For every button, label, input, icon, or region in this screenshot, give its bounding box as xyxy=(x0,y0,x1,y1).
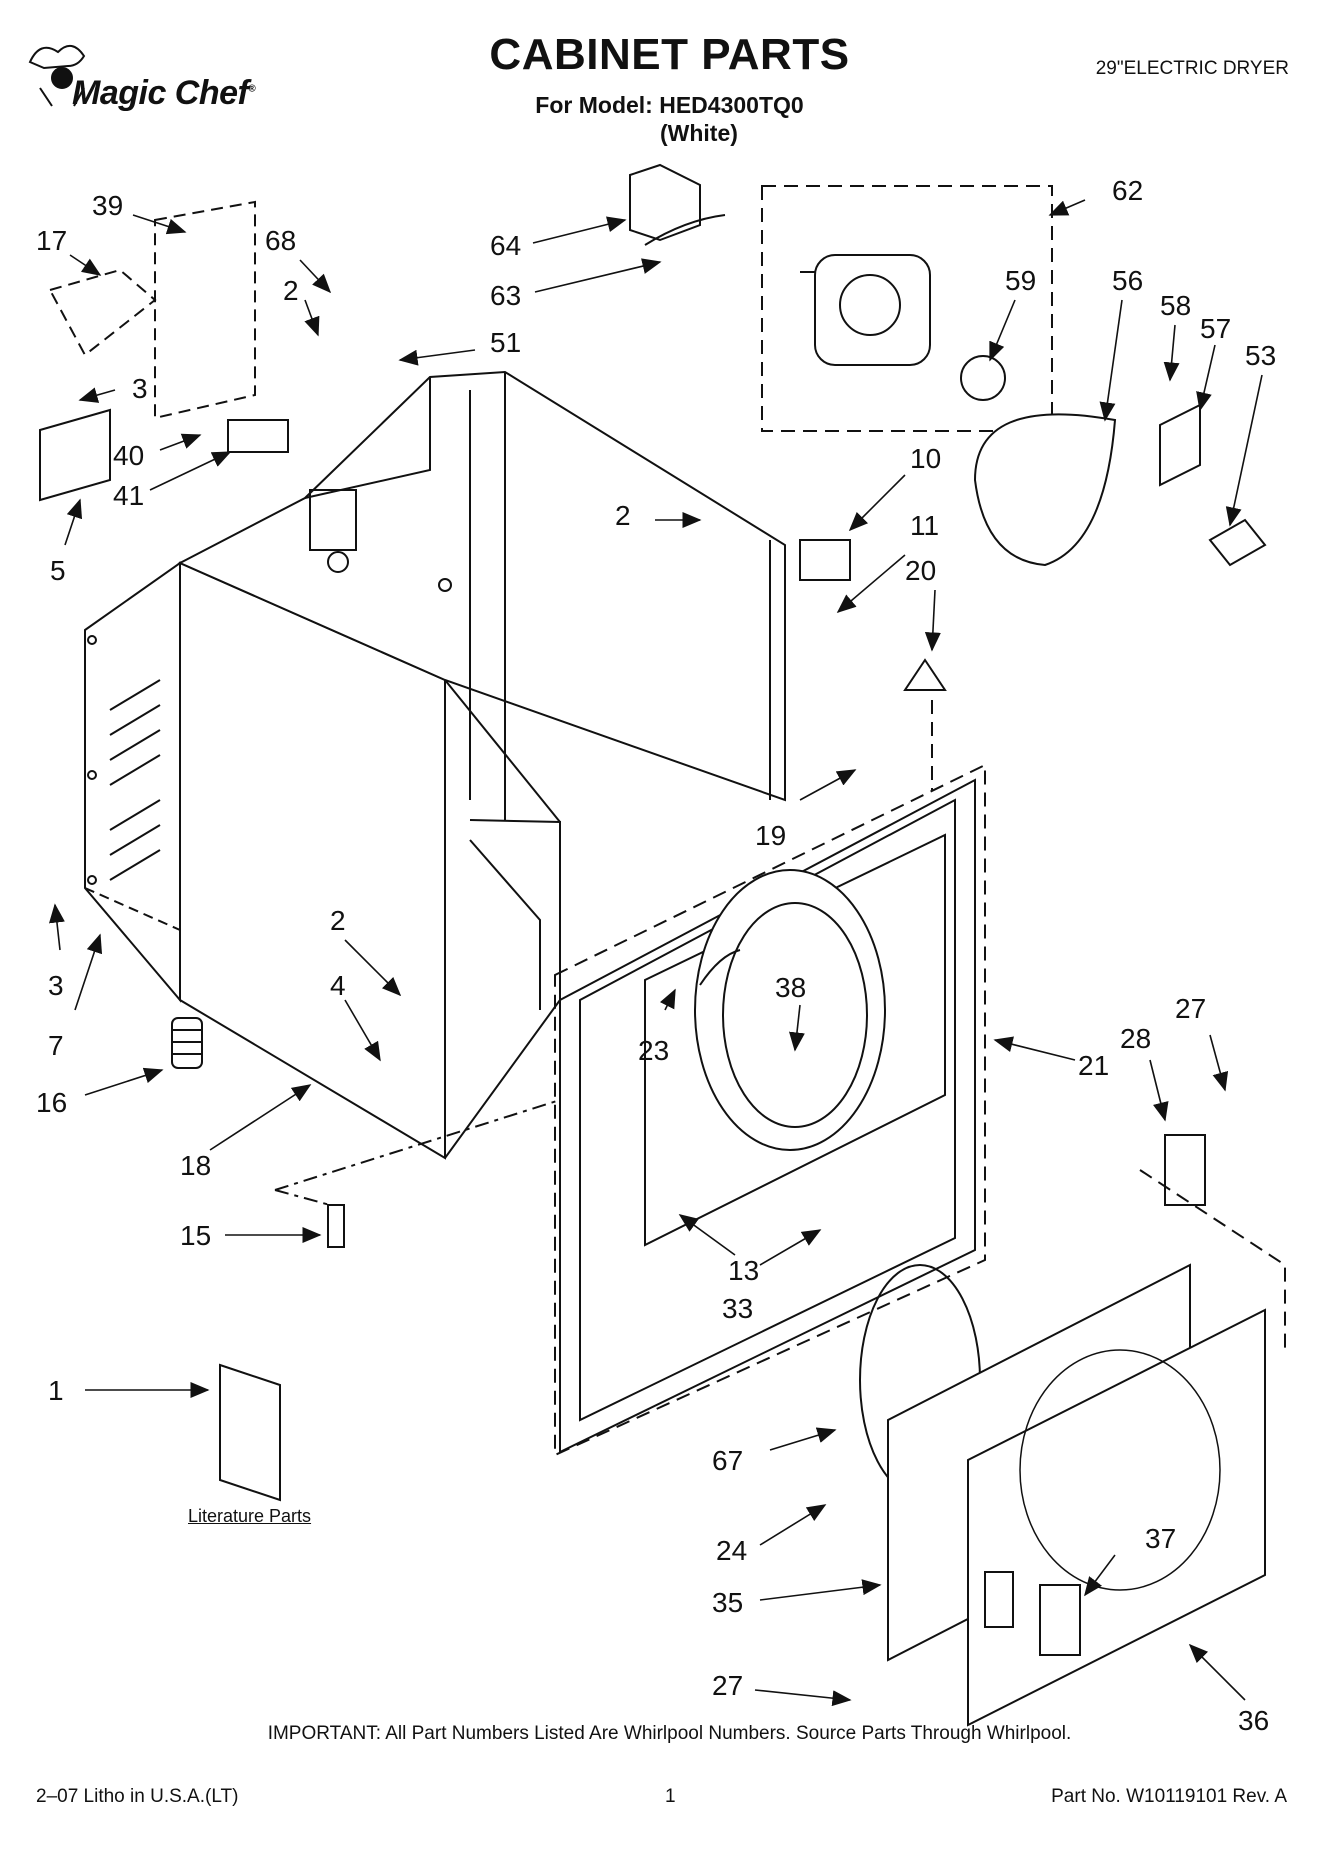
side-panel xyxy=(84,561,181,1003)
drive-belt xyxy=(973,413,1117,567)
product-type: 29"ELECTRIC DRYER xyxy=(1095,58,1289,79)
callout-2: 2 xyxy=(283,275,299,306)
callout-10: 10 xyxy=(910,443,941,474)
drive-motor xyxy=(800,254,931,366)
idler-pulley xyxy=(1208,518,1267,567)
cabinet-body xyxy=(177,370,786,1160)
page-number: 1 xyxy=(665,1786,676,1807)
assembly-line xyxy=(274,1099,561,1191)
brand-name: Magic Chef xyxy=(72,74,249,112)
brand-logo: Magic Chef® xyxy=(72,74,256,113)
callout-3: 3 xyxy=(132,373,148,404)
callout-57: 57 xyxy=(1200,313,1231,344)
door-handle xyxy=(1039,1584,1081,1656)
callout-39: 39 xyxy=(92,190,123,221)
callout-64: 64 xyxy=(490,230,521,261)
leveling-leg xyxy=(171,1017,203,1069)
chef-icon xyxy=(28,45,86,107)
callout-17: 17 xyxy=(36,225,67,256)
callout-59: 59 xyxy=(1005,265,1036,296)
bracket-strap xyxy=(644,214,726,246)
callout-21: 21 xyxy=(1078,1050,1109,1081)
callout-7: 7 xyxy=(48,1030,64,1061)
callout-58: 58 xyxy=(1160,290,1191,321)
callout-41: 41 xyxy=(113,480,144,511)
callout-18: 18 xyxy=(180,1150,211,1181)
motor-assembly-outline xyxy=(761,185,1053,432)
callout-37: 37 xyxy=(1145,1523,1176,1554)
motor-bracket xyxy=(629,163,701,242)
thermostat xyxy=(799,539,851,581)
door-pocket xyxy=(984,1571,1014,1628)
callout-23: 23 xyxy=(638,1035,669,1066)
callout-35: 35 xyxy=(712,1587,743,1618)
callout-3: 3 xyxy=(48,970,64,1001)
model-line: For Model: HED4300TQ0 xyxy=(535,92,804,118)
callout-24: 24 xyxy=(716,1535,747,1566)
callout-28: 28 xyxy=(1120,1023,1151,1054)
literature-parts-label: Literature Parts xyxy=(188,1506,312,1526)
callout-36: 36 xyxy=(1238,1705,1269,1736)
callout-19: 19 xyxy=(755,820,786,851)
callout-51: 51 xyxy=(490,327,521,358)
callout-68: 68 xyxy=(265,225,296,256)
terminal-block xyxy=(227,419,289,453)
page-title: CABINET PARTS xyxy=(489,30,850,79)
callout-labels: 39 17 68 2 51 3 40 41 5 64 63 62 59 56 5… xyxy=(36,175,1276,1736)
callout-2: 2 xyxy=(330,905,346,936)
terminal-cover xyxy=(39,408,111,502)
assembly-line xyxy=(84,887,181,931)
callout-2: 2 xyxy=(615,500,631,531)
registered-mark: ® xyxy=(248,83,256,95)
literature-booklet xyxy=(219,1363,281,1502)
callout-40: 40 xyxy=(113,440,144,471)
strain-relief-outline xyxy=(48,268,157,357)
callout-56: 56 xyxy=(1112,265,1143,296)
door-hinge xyxy=(1164,1134,1206,1206)
callout-67: 67 xyxy=(712,1445,743,1476)
clip xyxy=(327,1204,345,1248)
callout-5: 5 xyxy=(50,555,66,586)
callout-63: 63 xyxy=(490,280,521,311)
callout-11: 11 xyxy=(910,510,939,541)
callout-1: 1 xyxy=(48,1375,64,1406)
motor-pulley xyxy=(960,355,1006,401)
callout-27: 27 xyxy=(712,1670,743,1701)
terminal-block-outline xyxy=(154,200,256,420)
assembly-line xyxy=(1139,1169,1286,1350)
door-opening-ring xyxy=(694,869,886,1151)
door-window xyxy=(1019,1349,1221,1591)
callout-33: 33 xyxy=(722,1293,753,1324)
callout-62: 62 xyxy=(1112,175,1143,206)
part-number: Part No. W10119101 Rev. A xyxy=(1051,1786,1287,1807)
litho-note: 2–07 Litho in U.S.A.(LT) xyxy=(36,1786,239,1807)
callout-38: 38 xyxy=(775,972,806,1003)
callout-27: 27 xyxy=(1175,993,1206,1024)
drum-glide xyxy=(903,658,947,691)
callout-20: 20 xyxy=(905,555,936,586)
callout-16: 16 xyxy=(36,1087,67,1118)
callout-4: 4 xyxy=(330,970,346,1001)
callout-53: 53 xyxy=(1245,340,1276,371)
bracket xyxy=(1159,403,1201,487)
assembly-line xyxy=(274,1189,331,1206)
color-line: (White) xyxy=(660,120,738,146)
leader-lines xyxy=(48,199,1263,1707)
important-notice: IMPORTANT: All Part Numbers Listed Are W… xyxy=(267,1723,1072,1744)
callout-13: 13 xyxy=(728,1255,759,1286)
callout-15: 15 xyxy=(180,1220,211,1251)
